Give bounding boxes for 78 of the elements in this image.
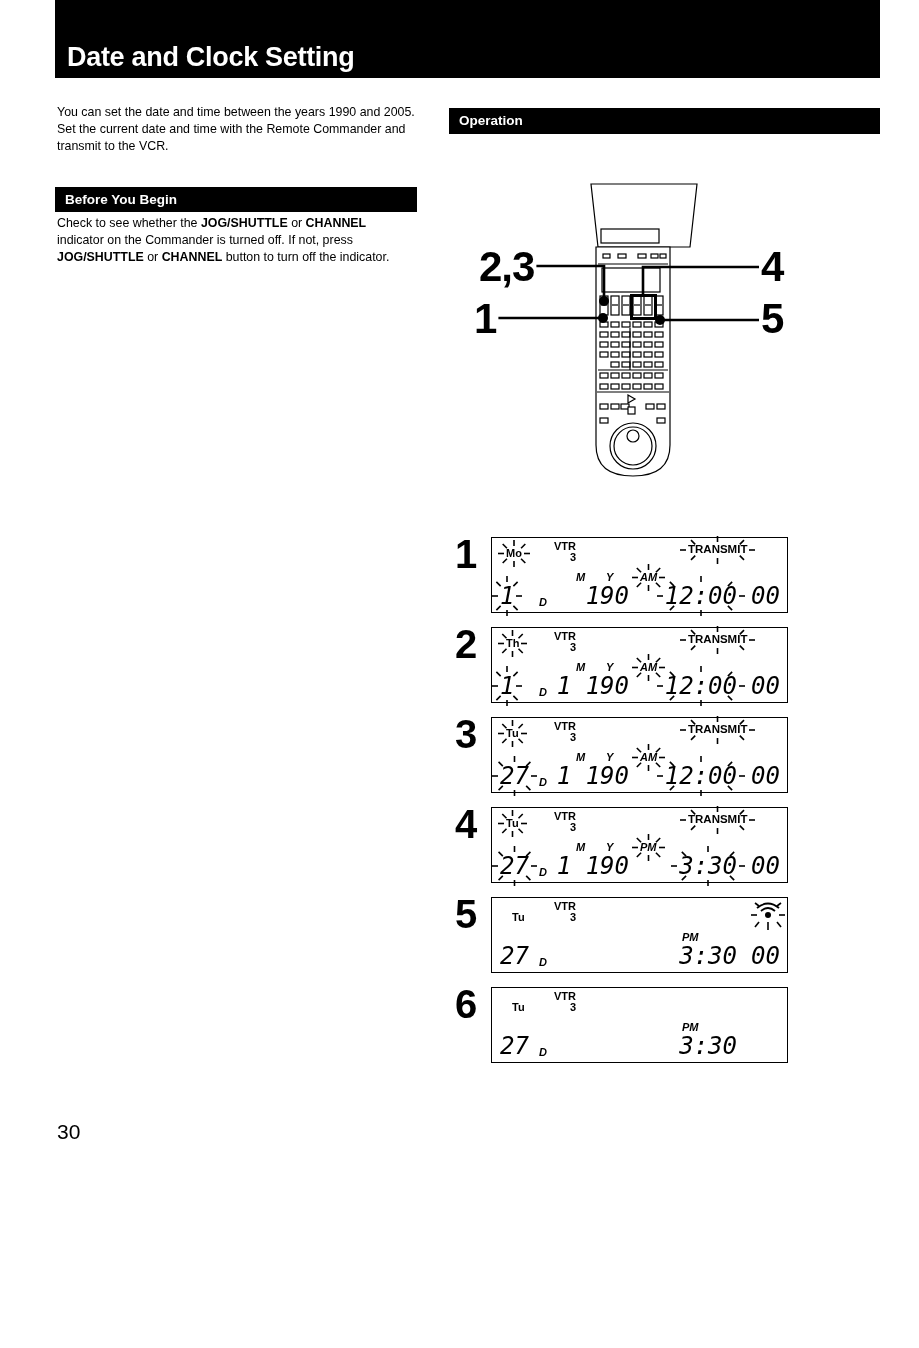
am-pm-indicator: PM <box>682 932 699 943</box>
seconds-digits: 00 <box>751 674 780 698</box>
seconds-digits: 00 <box>751 764 780 788</box>
year-label: Y <box>606 662 614 673</box>
month-year-digits: 190 <box>585 584 629 608</box>
day-label: D <box>539 867 547 878</box>
am-pm-indicator: PM <box>640 842 657 853</box>
day-digits: 1 <box>500 584 515 608</box>
month-year-digits: 1 190 <box>556 854 629 878</box>
day-digits: 1 <box>500 674 515 698</box>
am-pm-indicator: AM <box>640 662 658 673</box>
callout-number: 5 <box>761 298 784 340</box>
callout-number: 4 <box>761 246 784 288</box>
section-heading: Before You Begin <box>65 192 177 207</box>
source-indicator: VTR 3 <box>554 901 576 923</box>
weekday-indicator: Th <box>506 638 520 649</box>
seconds-digits: 00 <box>751 944 780 968</box>
seconds-digits: 00 <box>751 854 780 878</box>
page-number: 30 <box>57 1120 81 1144</box>
step-number: 4 <box>455 804 478 844</box>
day-label: D <box>539 1047 547 1058</box>
transmit-indicator: TRANSMIT <box>688 724 748 736</box>
time-digits: 3:30 <box>679 944 737 968</box>
callout-number: 1 <box>474 298 497 340</box>
day-digits: 27 <box>500 944 529 968</box>
am-pm-indicator: AM <box>640 752 658 763</box>
step-number: 6 <box>455 984 478 1024</box>
year-label: Y <box>606 752 614 763</box>
time-digits: 12:00 <box>664 764 737 788</box>
year-label: Y <box>606 572 614 583</box>
month-label: M <box>576 662 586 673</box>
weekday-indicator: Tu <box>512 912 525 923</box>
am-pm-indicator: PM <box>682 1022 699 1033</box>
time-digits: 12:00 <box>664 584 737 608</box>
transmit-indicator: TRANSMIT <box>688 544 748 556</box>
day-digits: 27 <box>500 1034 529 1058</box>
month-label: M <box>576 752 586 763</box>
day-label: D <box>539 957 547 968</box>
weekday-indicator: Tu <box>506 728 519 739</box>
source-indicator: VTR 3 <box>554 721 576 743</box>
seconds-digits: 00 <box>751 584 780 608</box>
step-number: 2 <box>455 624 478 664</box>
source-indicator: VTR 3 <box>554 991 576 1013</box>
day-label: D <box>539 687 547 698</box>
source-indicator: VTR 3 <box>554 811 576 833</box>
step-number: 5 <box>455 894 478 934</box>
time-digits: 3:30 <box>679 1034 737 1058</box>
day-digits: 27 <box>500 764 529 788</box>
leader-line <box>536 264 609 306</box>
intro-paragraph: You can set the date and time between the years 1990 and 2005. Set the current date and time with the Remote Commander and transmit to the VCR. <box>57 104 416 155</box>
month-year-digits: 1 190 <box>556 674 629 698</box>
page-title: Date and Clock Setting <box>67 42 355 73</box>
month-label: M <box>576 572 586 583</box>
leader-line <box>498 313 608 323</box>
am-pm-indicator: AM <box>640 572 658 583</box>
transmit-indicator: TRANSMIT <box>688 814 748 826</box>
day-digits: 27 <box>500 854 529 878</box>
day-label: D <box>539 777 547 788</box>
weekday-indicator: Tu <box>512 1002 525 1013</box>
step-number: 1 <box>455 534 478 574</box>
instruction-paragraph: Check to see whether the JOG/SHUTTLE or CHANNEL indicator on the Commander is turned off. If not, press JOG/SHUTTLE or CHANNEL button to turn off the indicator. <box>57 215 391 266</box>
section-heading: Operation <box>459 113 523 129</box>
year-label: Y <box>606 842 614 853</box>
step-number: 3 <box>455 714 478 754</box>
leader-line <box>655 315 759 325</box>
month-year-digits: 1 190 <box>556 764 629 788</box>
weekday-indicator: Mo <box>506 548 522 559</box>
time-digits: 3:30 <box>679 854 737 878</box>
section-banner <box>55 187 417 212</box>
section-banner <box>449 108 880 134</box>
day-label: D <box>539 597 547 608</box>
callout-number: 2,3 <box>479 246 535 288</box>
source-indicator: VTR 3 <box>554 631 576 653</box>
month-label: M <box>576 842 586 853</box>
source-indicator: VTR 3 <box>554 541 576 563</box>
weekday-indicator: Tu <box>506 818 519 829</box>
transmit-indicator: TRANSMIT <box>688 634 748 646</box>
time-digits: 12:00 <box>664 674 737 698</box>
